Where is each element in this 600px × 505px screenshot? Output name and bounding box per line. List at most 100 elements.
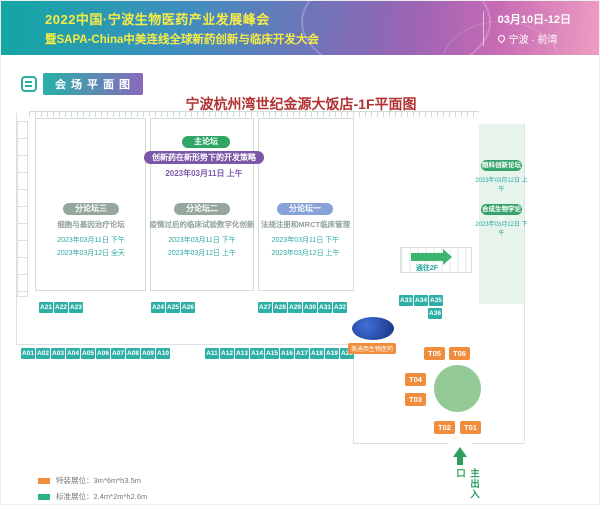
wall-inner-vertical bbox=[353, 344, 354, 443]
booth-label: A19 bbox=[325, 348, 339, 359]
forum2-badge: 分论坛二 bbox=[174, 203, 230, 215]
booth-label: A11 bbox=[205, 348, 219, 359]
left-booth-column bbox=[17, 121, 28, 297]
banner-decor-arc bbox=[301, 1, 491, 55]
event-title: 2022中国·宁波生物医药产业发展峰会 bbox=[45, 12, 270, 27]
main-forum-topic: 创新药在新形势下的开发策略 bbox=[144, 151, 264, 164]
forum2-time-1: 2023年03月11日 下午 bbox=[168, 237, 236, 244]
table-booth: T04 bbox=[405, 373, 426, 386]
forum2-time-2: 2023年03月12日 上午 bbox=[167, 250, 237, 257]
top-wall-hatch bbox=[29, 111, 479, 117]
location-pin-icon bbox=[496, 33, 507, 43]
forum1-time-2: 2023年03月12日 上午 bbox=[271, 250, 340, 257]
wall-bottom-left-segment bbox=[353, 443, 449, 444]
booth-label: A07 bbox=[111, 348, 125, 359]
booth-label: A25 bbox=[166, 302, 180, 313]
booth-label: A02 bbox=[36, 348, 50, 359]
sponsor-label: 美迪西生物医药 bbox=[348, 343, 397, 354]
booth-label: A22 bbox=[54, 302, 68, 313]
side-forum1-time: 2023年03月12日 上午 bbox=[475, 178, 528, 193]
sponsor-logo bbox=[352, 317, 394, 340]
booth-label: A35 bbox=[429, 295, 443, 306]
table-booth: T05 bbox=[424, 347, 445, 360]
wall-mid-horizontal bbox=[16, 344, 353, 345]
booth-label: A13 bbox=[235, 348, 249, 359]
booth-label: A31 bbox=[318, 302, 332, 313]
booth-label: A03 bbox=[51, 348, 65, 359]
booth-label: A09 bbox=[141, 348, 155, 359]
table-booth: T02 bbox=[434, 421, 455, 434]
booth-label: A18 bbox=[310, 348, 324, 359]
booth-label: A04 bbox=[66, 348, 80, 359]
wall-left bbox=[16, 113, 17, 344]
escalator-label: 通往2F bbox=[415, 265, 439, 272]
section-head: 会场平面图 bbox=[21, 73, 143, 95]
plan-title: 宁波杭州湾世纪金源大饭店-1F平面图 bbox=[185, 96, 417, 112]
forum3-badge: 分论坛三 bbox=[63, 203, 119, 215]
section-badge: 会场平面图 bbox=[43, 73, 143, 95]
main-forum-badge: 主论坛 bbox=[182, 136, 230, 148]
side-forum2-name: 合成生物学论坛 bbox=[481, 204, 522, 224]
booth-label: A34 bbox=[414, 295, 428, 306]
forum1-time-1: 2023年03月11日 下午 bbox=[271, 237, 340, 244]
booth-label: A12 bbox=[220, 348, 234, 359]
booth-label: A17 bbox=[295, 348, 309, 359]
booth-label: A32 bbox=[333, 302, 347, 313]
booth-label: A27 bbox=[258, 302, 272, 313]
forum1-badge: 分论坛一 bbox=[277, 203, 333, 215]
booth-label: A10 bbox=[156, 348, 170, 359]
table-booth: T06 bbox=[449, 347, 470, 360]
booth-label: A08 bbox=[126, 348, 140, 359]
event-location: 宁波 · 前湾 bbox=[508, 34, 558, 46]
booth-label: A15 bbox=[265, 348, 279, 359]
booth-label: A28 bbox=[273, 302, 287, 313]
escalator-arrow-icon bbox=[411, 249, 452, 265]
forum3-name: 细胞与基因治疗论坛 bbox=[57, 220, 125, 229]
main-forum-time: 2023年03月11日 上午 bbox=[165, 169, 243, 178]
table-booth: T03 bbox=[405, 393, 426, 406]
forum2-name: 疫情过后的临床试验数字化创新 bbox=[149, 220, 255, 229]
legend-special-booth: 特装展位：3m*6m*h3.5m bbox=[38, 475, 147, 486]
event-date: 03月10日-12日 bbox=[497, 13, 571, 26]
forum3-time-1: 2023年03月11日 下午 bbox=[57, 237, 125, 244]
round-table-circle bbox=[434, 365, 481, 412]
banner-titles: 2022中国·宁波生物医药产业发展峰会 暨SAPA-China中美连线全球新药创… bbox=[45, 9, 319, 47]
legend-orange-swatch bbox=[38, 477, 50, 484]
legend: 特装展位：3m*6m*h3.5m 标准展位：2.4m*2m*h2.6m bbox=[38, 475, 147, 504]
booth-label: A01 bbox=[21, 348, 35, 359]
booth-label: A06 bbox=[96, 348, 110, 359]
booth-label: A20 bbox=[340, 348, 354, 359]
legend-standard-booth: 标准展位：2.4m*2m*h2.6m bbox=[38, 491, 147, 502]
table-booth: T01 bbox=[460, 421, 481, 434]
side-forum2-time: 2023年03月12日 下午 bbox=[475, 222, 528, 237]
legend-standard-label: 标准展位：2.4m*2m*h2.6m bbox=[56, 492, 148, 501]
entrance-label: 主出入口 bbox=[454, 468, 479, 500]
entrance-arrow-icon bbox=[453, 447, 467, 465]
booth-label: A36 bbox=[428, 308, 442, 319]
event-subtitle: 暨SAPA-China中美连线全球新药创新与临床开发大会 bbox=[45, 34, 319, 46]
wall-right bbox=[524, 124, 525, 443]
booth-label: A26 bbox=[181, 302, 195, 313]
booth-label: A24 bbox=[151, 302, 165, 313]
booth-label: A21 bbox=[39, 302, 53, 313]
booth-label: A30 bbox=[303, 302, 317, 313]
floorplan-icon bbox=[21, 76, 37, 92]
legend-green-swatch bbox=[38, 493, 50, 500]
booth-label: A29 bbox=[288, 302, 302, 313]
header-banner: 2022中国·宁波生物医药产业发展峰会 暨SAPA-China中美连线全球新药创… bbox=[1, 1, 599, 55]
booth-label: A16 bbox=[280, 348, 294, 359]
booth-label: A14 bbox=[250, 348, 264, 359]
event-date-location: 03月10日-12日 宁波 · 前湾 bbox=[482, 10, 571, 46]
forum1-name: 法规注册和MRCT临床管理 bbox=[260, 220, 351, 229]
booth-label: A23 bbox=[69, 302, 83, 313]
forum3-time-2: 2023年03月12日 全天 bbox=[56, 250, 126, 257]
wall-bottom-right-segment bbox=[471, 443, 524, 444]
legend-special-label: 特装展位：3m*6m*h3.5m bbox=[56, 476, 142, 485]
